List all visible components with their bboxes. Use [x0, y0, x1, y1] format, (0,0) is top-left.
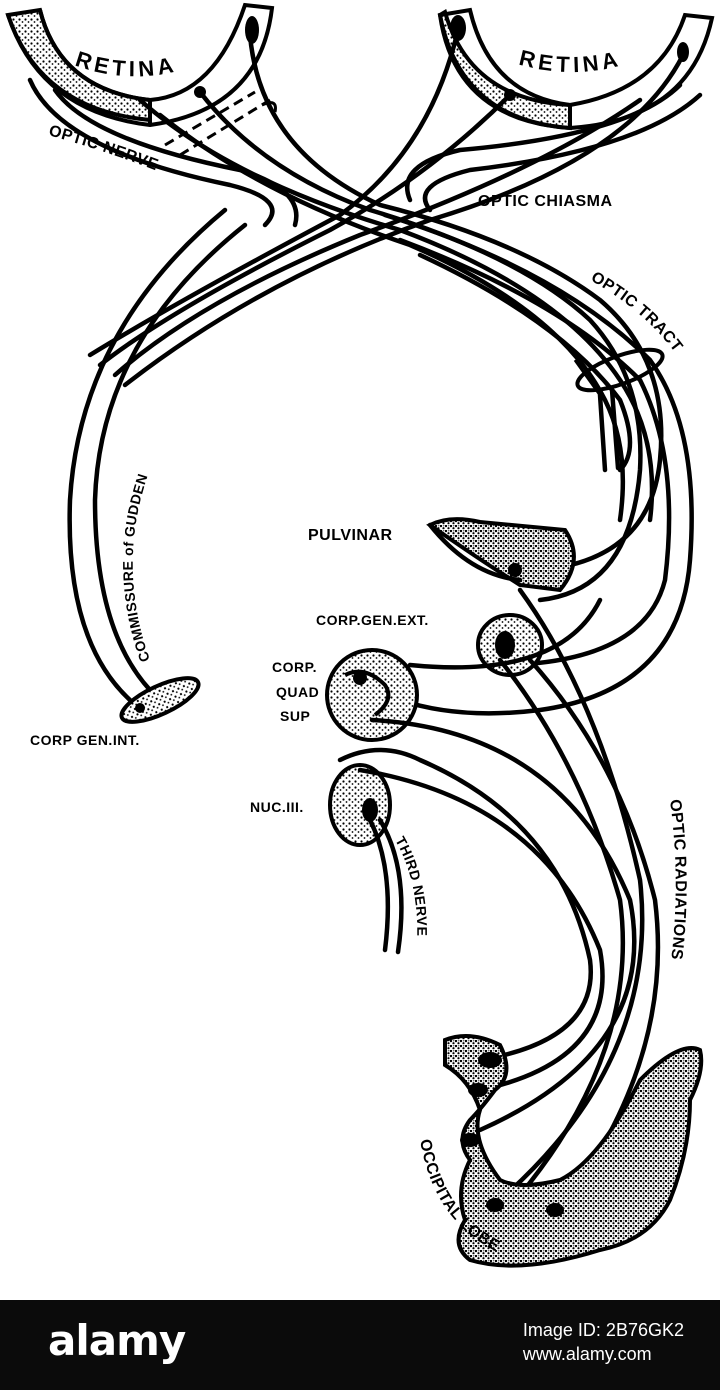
pulvinar: [426, 517, 576, 593]
commissure-of-gudden: [67, 207, 248, 724]
label-optic-chiasma: OPTIC CHIASMA: [478, 193, 613, 210]
label-optic-radiations: OPTIC RADIATIONS: [666, 798, 689, 960]
optic-nerve-fibers: [27, 27, 703, 603]
label-retina-left: RETINA: [73, 46, 180, 81]
label-corp: CORP.: [272, 659, 317, 675]
third-nerve: [367, 817, 404, 955]
label-retina-right: RETINA: [517, 45, 624, 77]
retina-left: [5, 2, 275, 128]
image-id-text: Image ID: 2B76GK2: [522, 1320, 684, 1340]
visual-pathway-diagram: RETINA RETINA OPTIC NERVE OPTIC CHIASMA …: [5, 2, 715, 1268]
occipital-lobe: [443, 1034, 704, 1268]
corp-quad-sup: [325, 648, 419, 742]
nuc-iii: [328, 763, 392, 847]
label-sup: SUP: [280, 708, 310, 724]
footer-url: www.alamy.com: [522, 1344, 652, 1364]
watermark-footer: alamy Image ID: 2B76GK2 www.alamy.com: [0, 1300, 720, 1390]
label-pulvinar: PULVINAR: [308, 527, 393, 544]
label-quad: QUAD: [276, 684, 319, 700]
alamy-logo: alamy: [48, 1316, 186, 1365]
label-corp-gen-ext: CORP.GEN.EXT.: [316, 612, 429, 628]
label-commissure-of-gudden: COMMISSURE of GUDDEN: [120, 471, 153, 664]
label-corp-gen-int: CORP GEN.INT.: [30, 732, 140, 748]
optic-tract: [382, 212, 694, 716]
image-id-block: Image ID: 2B76GK2 www.alamy.com: [523, 1318, 684, 1366]
label-nuc-iii: NUC.III.: [250, 799, 304, 815]
